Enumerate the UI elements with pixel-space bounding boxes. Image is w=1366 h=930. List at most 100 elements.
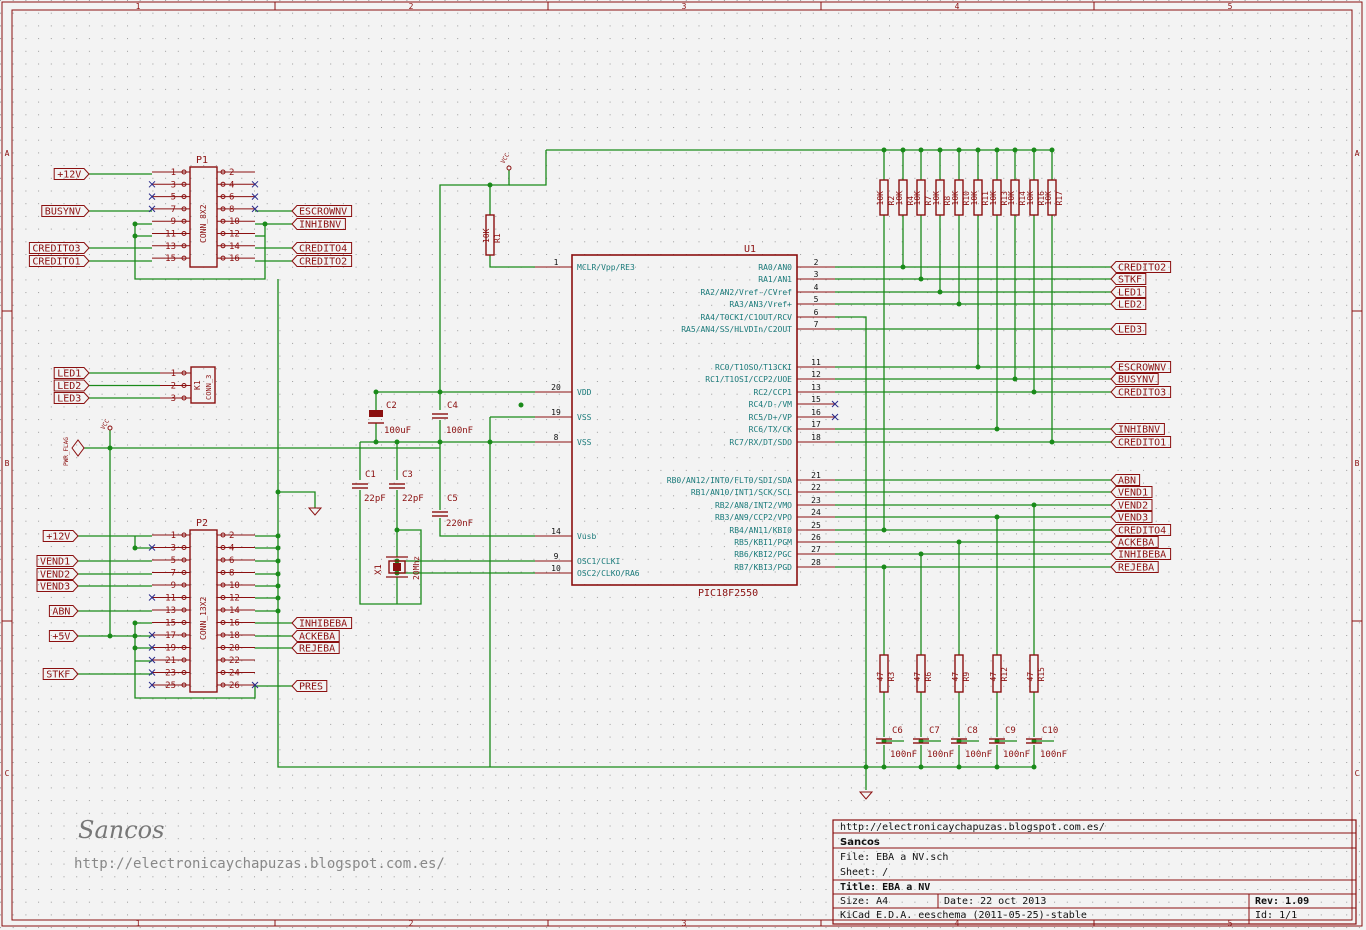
p2-ref: P2 — [196, 518, 208, 529]
global-label — [291, 242, 353, 254]
u1-pin-number: 23 — [811, 496, 821, 505]
p2-pin-number: 11 — [165, 594, 176, 604]
resistor-body — [935, 179, 945, 216]
junction-dot — [275, 583, 281, 589]
p1-pin-circle — [220, 231, 226, 236]
capacitor-value: 22pF — [402, 494, 424, 504]
pwr-flag-label: PWR_FLAG — [63, 437, 70, 466]
global-label-text: CREDITO2 — [1118, 263, 1166, 274]
global-label — [1110, 474, 1141, 486]
tb-company: Sancos — [840, 837, 880, 848]
u1-pin-number: 5 — [814, 295, 819, 304]
junction-dot — [994, 426, 1000, 432]
u1-pin-number: 3 — [814, 270, 819, 279]
global-label-text: CREDITO4 — [1118, 526, 1166, 537]
resistor-ref: R8 — [943, 196, 952, 206]
u1-pin-name: RC1/T1OSI/CCP2/UOE — [705, 375, 792, 384]
u1-pin-name: RC5/D+/VP — [749, 413, 793, 422]
u1-pin-number: 22 — [811, 483, 821, 492]
c2-plate — [369, 410, 383, 417]
global-label — [1110, 436, 1172, 448]
global-label-text: ESCROWNV — [1118, 363, 1166, 374]
p2-pin-number: 4 — [229, 544, 234, 554]
global-label-text: INHIBEBA — [299, 619, 347, 630]
global-label-text: INHIBEBA — [1118, 550, 1166, 561]
u1-pin-name: RB3/AN9/CCP2/VPO — [715, 513, 792, 522]
resistor-body — [1029, 179, 1039, 216]
resistor-ref: R7 — [924, 196, 933, 206]
global-label — [36, 568, 79, 580]
p1-value: CONN_8X2 — [199, 204, 208, 243]
k1-pin-number: 1 — [171, 369, 176, 379]
p2-body — [189, 529, 218, 693]
p2-pin-circle — [181, 620, 187, 625]
wire — [439, 518, 535, 537]
resistor-value: 10K — [951, 191, 960, 206]
u1-pin-name: RA0/AN0 — [758, 263, 792, 272]
p1-pin-circle — [220, 169, 226, 175]
p2-pin-number: 14 — [229, 606, 240, 616]
global-label-text: ACKEBA — [299, 632, 335, 643]
resistor-ref: R17 — [1055, 191, 1064, 206]
frame-column-label: 2 — [409, 919, 414, 928]
u1-pin-number: 12 — [811, 370, 821, 379]
p2-pin-number: 3 — [171, 544, 176, 554]
wire — [134, 636, 256, 699]
global-label — [291, 630, 340, 642]
frame-column-label: 4 — [955, 2, 960, 11]
global-label-text: CREDITO3 — [1118, 388, 1166, 399]
p2-pin-number: 5 — [171, 556, 176, 566]
p2-pin-circle — [181, 557, 187, 563]
junction-dot — [132, 633, 138, 639]
p2-pin-number: 19 — [165, 644, 176, 654]
capacitor-value: 100nF — [1003, 750, 1030, 760]
p1-pin-number: 12 — [229, 230, 240, 240]
p2-pin-circle — [181, 532, 187, 538]
junctions — [107, 147, 1055, 770]
k1-pin-circle — [181, 370, 187, 376]
no-connect-mark — [831, 400, 839, 408]
k1-pin-number: 3 — [171, 394, 176, 404]
no-connect-mark — [148, 681, 156, 689]
junction-dot — [937, 289, 943, 295]
junction-dot — [994, 764, 1000, 770]
wire — [359, 490, 422, 605]
p2-pin-number: 7 — [171, 569, 176, 579]
k1-pin-circle — [181, 383, 187, 388]
u1-pin-name: OSC2/CLKO/RA6 — [577, 569, 640, 578]
p1-pin-circle — [181, 206, 187, 212]
junction-dot — [518, 402, 524, 408]
junction-dot — [132, 645, 138, 651]
resistor-ref: R3 — [887, 672, 896, 682]
junction-dot — [132, 620, 138, 626]
junction-dot — [1049, 439, 1055, 445]
p1-pin-number: 4 — [229, 180, 234, 190]
p1-ref: P1 — [196, 155, 208, 166]
no-connect-mark — [148, 656, 156, 664]
p1-pin-number: 11 — [165, 230, 176, 240]
global-label — [1110, 323, 1147, 335]
k1-value: CONN_3 — [205, 375, 213, 400]
u1-pin-name: RA3/AN3/Vref+ — [729, 300, 792, 309]
p2-pin-circle — [220, 657, 226, 663]
junction-dot — [881, 147, 887, 153]
junction-dot — [918, 764, 924, 770]
junction-dot — [437, 389, 443, 395]
resistor-value: 47 — [913, 672, 922, 682]
p2-pin-number: 9 — [171, 581, 176, 591]
u1-pin-number: 27 — [811, 545, 821, 554]
x1-body — [388, 560, 406, 574]
global-label — [1110, 373, 1159, 385]
frame-row-label: A — [1355, 149, 1360, 158]
global-label — [291, 255, 353, 267]
resistor-value: 10K — [895, 191, 904, 206]
frame-column-label: 3 — [682, 2, 687, 11]
p1-pin-number: 7 — [171, 205, 176, 215]
k1-pin-circle — [181, 395, 187, 401]
u1-pin-number: 17 — [811, 420, 821, 429]
global-label-text: VEND1 — [40, 557, 70, 568]
p2-pin-number: 16 — [229, 619, 240, 629]
tb-url: http://electronicaychapuzas.blogspot.com… — [840, 822, 1105, 833]
c2-value: 100uF — [384, 426, 411, 436]
junction-dot — [863, 764, 869, 770]
